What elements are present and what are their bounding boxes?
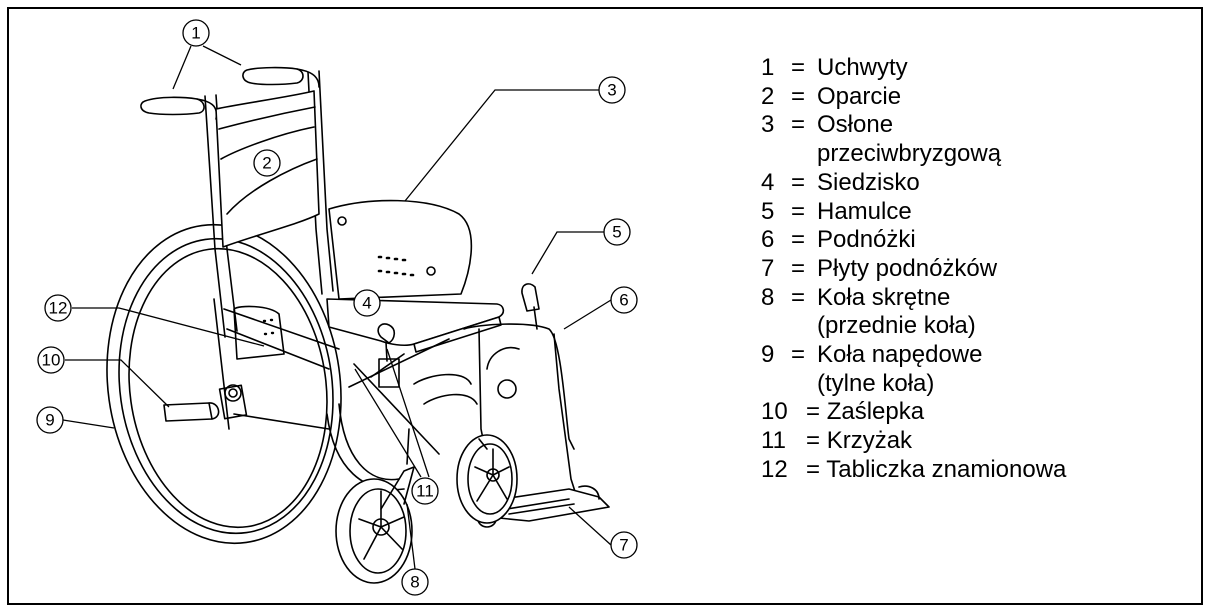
legend-label: Hamulce — [817, 197, 912, 225]
legend-label: Płyty podnóżków — [817, 254, 998, 282]
caster-wheel-left — [335, 428, 415, 584]
legend-item: 8=Koła skrętne(przednie koła) — [761, 284, 1066, 341]
legend-label: Siedzisko — [817, 168, 920, 196]
callout-8: 8 — [401, 568, 429, 596]
legend-label: Uchwyty — [817, 54, 908, 81]
legend-number: 6 — [761, 226, 775, 254]
caster-wheel-right — [456, 434, 518, 524]
push-handles — [140, 66, 320, 120]
legend-label: Oparcie — [817, 82, 902, 110]
legend-number: 4 — [761, 168, 775, 196]
legend-label: Koła skrętne — [817, 283, 951, 311]
legend-eq: = — [806, 398, 827, 426]
legend-label: Tabliczka znamionowa — [826, 455, 1067, 483]
callout-4: 4 — [353, 289, 381, 317]
legend-item: 2=Oparcie — [761, 82, 902, 110]
callout-6: 6 — [610, 286, 638, 314]
svg-text:1: 1 — [191, 24, 200, 43]
legend-number: 7 — [761, 254, 775, 282]
svg-text:6: 6 — [619, 291, 628, 310]
svg-text:8: 8 — [410, 573, 419, 592]
legend-label-continued: (tylne koła) — [817, 369, 935, 397]
legend-number: 12 — [761, 455, 788, 483]
legend-label: Osłone — [817, 111, 894, 139]
legend-number: 8 — [761, 283, 775, 311]
legend-item: 12 = Tabliczka znamionowa — [761, 456, 1066, 485]
callout-1: 1 — [182, 19, 210, 47]
svg-text:2: 2 — [262, 154, 271, 173]
svg-text:4: 4 — [362, 294, 371, 313]
legend-label: Krzyżak — [826, 427, 913, 455]
legend-number: 2 — [761, 82, 775, 110]
legend-item: 6=Podnóżki — [761, 226, 916, 254]
svg-text:10: 10 — [42, 351, 61, 370]
callout-12: 12 — [44, 294, 72, 322]
legend-label: Podnóżki — [817, 226, 916, 254]
callout-2: 2 — [253, 149, 281, 177]
legend-number: 3 — [761, 111, 775, 139]
legend-item: 5=Hamulce — [761, 197, 912, 225]
wheelchair-diagram: 1 2 3 4 5 6 7 8 9 10 11 12 — [36, 19, 638, 596]
clothing-guard — [328, 199, 473, 300]
legend-item: 10 = Zaślepka — [761, 398, 1066, 427]
legend-eq: = — [806, 427, 827, 455]
callout-5: 5 — [603, 218, 631, 246]
legend-eq: = — [806, 455, 827, 483]
svg-text:9: 9 — [45, 411, 54, 430]
callout-3: 3 — [598, 76, 626, 104]
side-frame — [163, 298, 340, 430]
legend-number: 1 — [761, 54, 775, 81]
legend-item: 4=Siedzisko — [761, 168, 920, 196]
svg-text:7: 7 — [619, 536, 628, 555]
legend-label-continued: przeciwbryzgową — [817, 140, 1002, 168]
svg-text:11: 11 — [416, 482, 434, 501]
callout-11: 11 — [411, 477, 439, 505]
drive-wheel — [106, 223, 342, 545]
legend-item: 9=Koła napędowe(tylne koła) — [761, 341, 1066, 398]
brake — [521, 283, 540, 330]
svg-text:3: 3 — [607, 81, 616, 100]
legend-item: 1=Uchwyty — [761, 54, 908, 81]
callouts: 1 2 3 4 5 6 7 8 9 10 11 12 — [36, 19, 638, 596]
legend-number: 9 — [761, 341, 775, 369]
callout-9: 9 — [36, 406, 64, 434]
legend-label: Koła napędowe — [817, 341, 983, 369]
legend-item: 7=Płyty podnóżków — [761, 254, 998, 282]
callout-10: 10 — [37, 346, 65, 374]
rear-wheel-far — [338, 403, 400, 481]
legend-number: 11 — [761, 427, 786, 455]
svg-text:5: 5 — [612, 223, 621, 242]
legend-number: 5 — [761, 197, 775, 225]
legend-number: 10 — [761, 398, 788, 426]
svg-text:12: 12 — [49, 299, 68, 318]
cross-brace — [348, 323, 450, 455]
legend-item: 11 = Krzyżak — [761, 427, 1066, 456]
legend-label-continued: (przednie koła) — [817, 312, 976, 340]
callout-7: 7 — [610, 531, 638, 559]
leader-lines — [62, 45, 612, 570]
legend-label: Zaślepka — [826, 398, 925, 426]
